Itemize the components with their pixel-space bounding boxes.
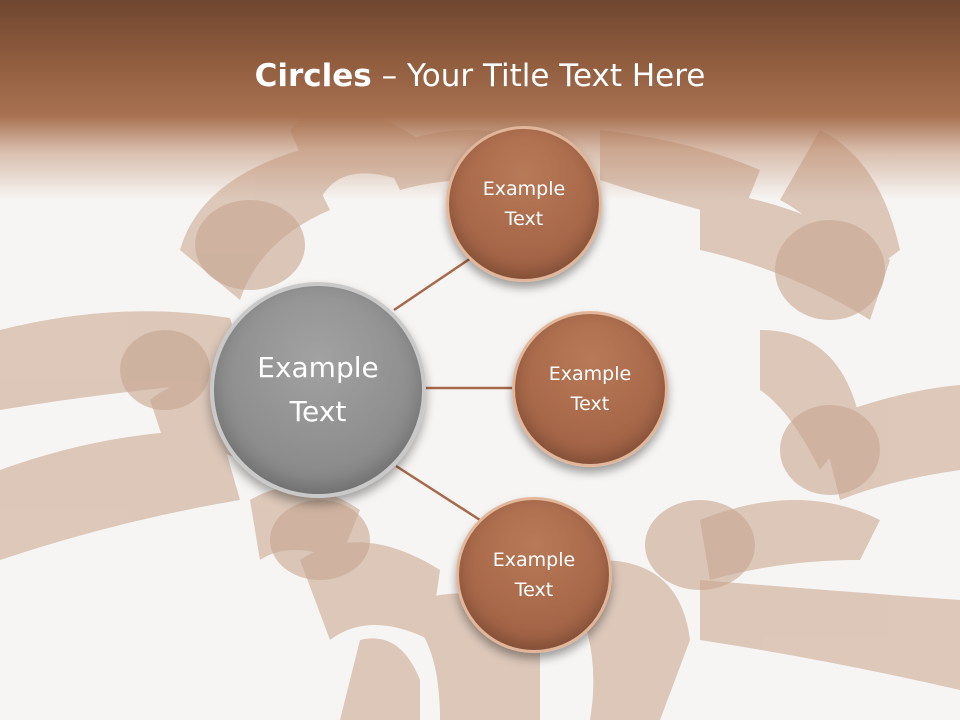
- node-circle-2-label: Example Text: [548, 363, 632, 415]
- node-circle-1-label: Example Text: [482, 178, 566, 230]
- connector-line-1: [393, 254, 475, 312]
- slide-title: Circles – Your Title Text Here: [0, 54, 960, 98]
- node-circle-1[interactable]: Example Text: [446, 126, 602, 282]
- node-circle-3[interactable]: Example Text: [456, 497, 612, 653]
- hub-circle-label: Example Text: [257, 351, 379, 428]
- node-circle-2[interactable]: Example Text: [512, 311, 668, 467]
- title-rest-text: – Your Title Text Here: [371, 58, 706, 94]
- hub-circle[interactable]: Example Text: [210, 282, 426, 498]
- title-bold-text: Circles: [254, 58, 372, 94]
- connector-line-3: [395, 464, 481, 522]
- node-circle-3-label: Example Text: [492, 549, 576, 601]
